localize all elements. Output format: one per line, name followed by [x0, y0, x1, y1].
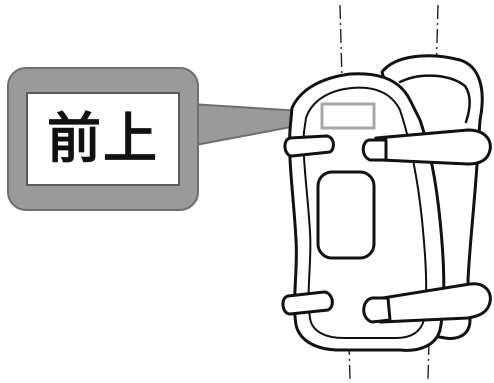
upper-buckle-left [283, 134, 335, 158]
brace-device-icon [281, 54, 492, 352]
upper-buckle-right [361, 138, 388, 162]
upper-strap [374, 128, 492, 166]
callout-label: 前上 [47, 107, 159, 170]
lower-buckle-left [281, 290, 334, 316]
callout-bubble [7, 67, 319, 211]
back-shell-rim [398, 74, 471, 124]
center-window [316, 170, 376, 260]
front-upper-marker [320, 102, 376, 130]
lower-buckle-right [362, 296, 392, 324]
lower-strap [368, 282, 492, 324]
callout-inner-box [26, 92, 180, 186]
